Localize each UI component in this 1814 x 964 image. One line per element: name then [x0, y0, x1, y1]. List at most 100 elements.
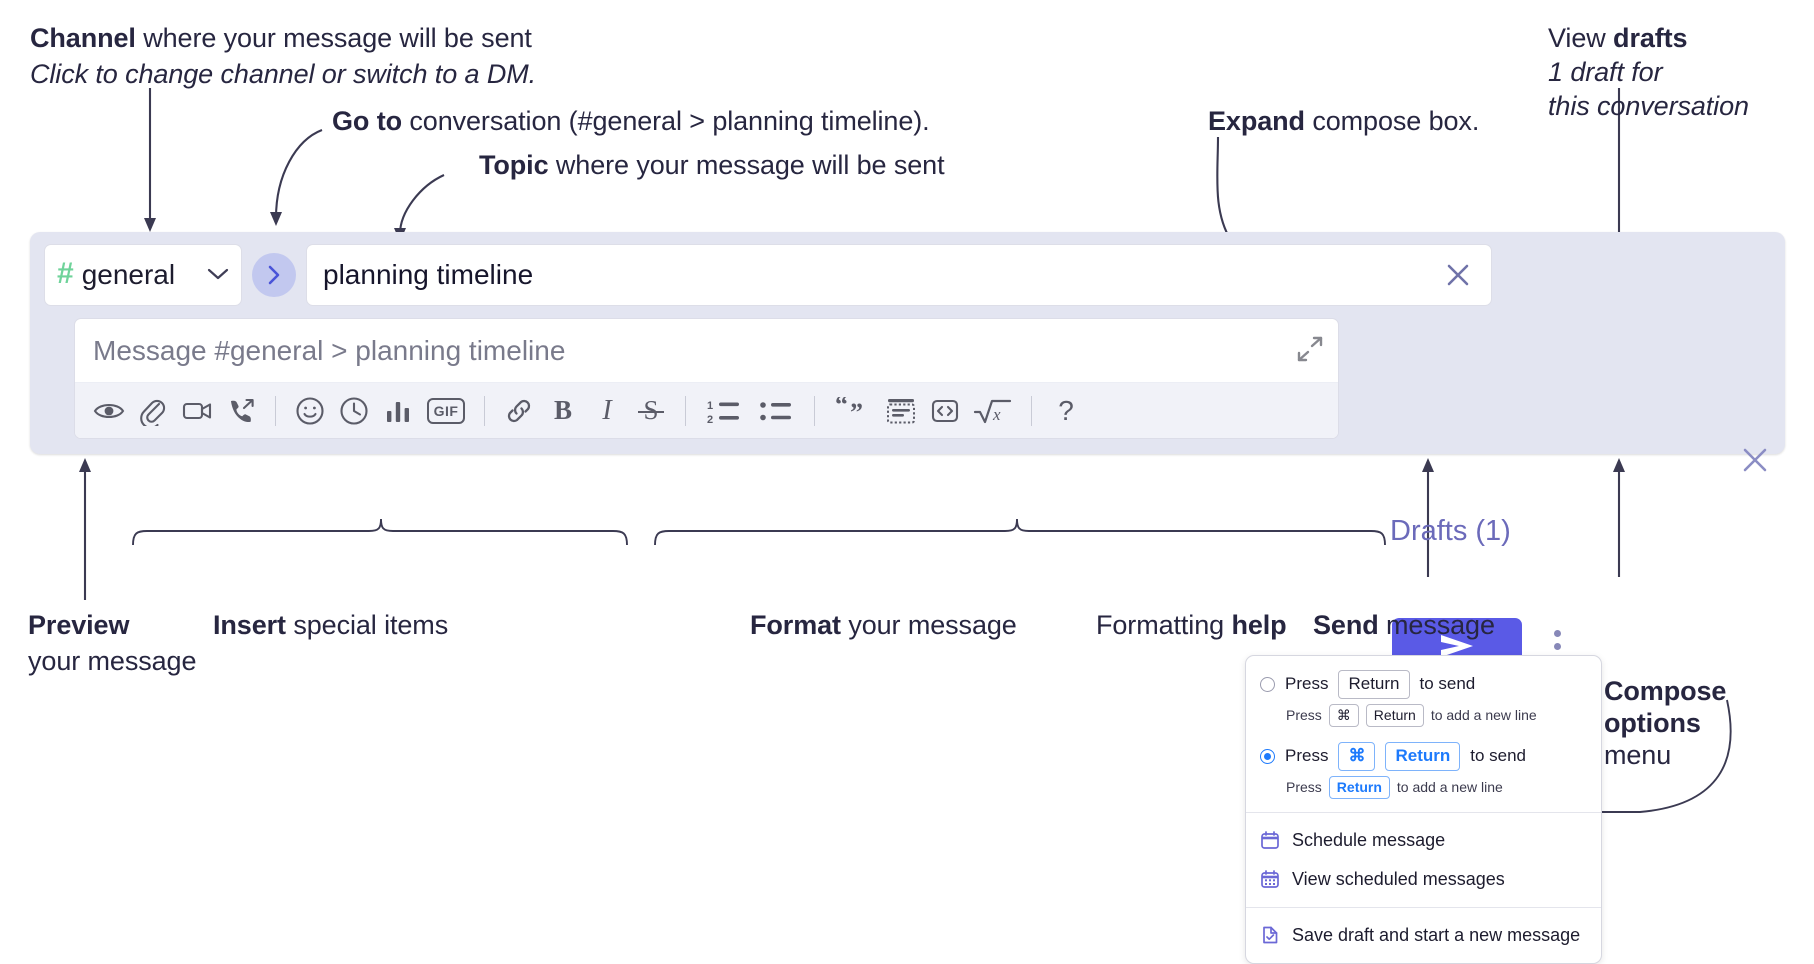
blockquote-icon[interactable]: “ ” — [827, 389, 879, 433]
ordered-list-icon[interactable]: 1 2 — [698, 389, 750, 433]
video-icon[interactable] — [175, 389, 219, 433]
formatting-help-icon[interactable]: ? — [1044, 389, 1088, 433]
poll-bars-icon[interactable] — [376, 389, 420, 433]
menu-item-save-draft-label: Save draft and start a new message — [1292, 924, 1581, 945]
key-command-blue: ⌘ — [1338, 741, 1376, 771]
radio-option-return[interactable]: Press Return to send — [1246, 668, 1601, 701]
sub-cmd-press: Press — [1286, 779, 1322, 796]
radio-option-cmd-return[interactable]: Press ⌘ Return to send — [1246, 740, 1601, 773]
annotation-insert-rest: special items — [285, 610, 449, 640]
annotation-formatting-help: Formatting help — [1096, 610, 1287, 642]
annotation-help-plain: Formatting — [1096, 610, 1232, 640]
send-shortcut-section: Press Return to send Press ⌘ Return to a… — [1246, 656, 1601, 812]
drafts-link[interactable]: Drafts (1) — [1390, 515, 1511, 547]
annotation-channel-sub: Click to change channel or switch to a D… — [30, 58, 537, 89]
channel-selector-button[interactable]: # general — [44, 244, 242, 306]
annotation-goto: Go to conversation (#general > planning … — [332, 106, 930, 138]
paperclip-icon[interactable] — [131, 389, 175, 433]
strike-line — [638, 410, 664, 413]
svg-text:1: 1 — [707, 400, 713, 412]
annotation-compose-options-l3: menu — [1604, 739, 1672, 770]
menu-item-schedule-label: Schedule message — [1292, 829, 1446, 850]
annotation-format-bold: Format — [750, 610, 841, 640]
bold-icon[interactable]: B — [541, 389, 585, 433]
formatting-toolbar: GIF B I S — [75, 382, 1338, 438]
svg-text:x: x — [992, 405, 1001, 424]
radio-icon-return[interactable] — [1260, 676, 1275, 692]
annotation-topic-rest: where your message will be sent — [548, 150, 945, 180]
separator-1 — [275, 395, 276, 426]
separator-4 — [814, 395, 815, 426]
bulleted-list-icon[interactable] — [750, 389, 802, 433]
radio-return-suffix: to send — [1419, 674, 1476, 694]
annotation-channel: Channel where your message will be sent … — [30, 23, 536, 91]
compose-options-menu: Press Return to send Press ⌘ Return to a… — [1245, 655, 1602, 964]
radio-cmd-suffix: to send — [1470, 746, 1527, 766]
annotation-preview-bold: Preview — [28, 610, 130, 640]
kebab-dot-1 — [1553, 629, 1561, 637]
sub-option-cmd-return: Press Return to add a new line — [1246, 773, 1601, 802]
annotation-preview: Preview your message — [28, 610, 196, 678]
annotation-compose-options-l2: options — [1604, 707, 1701, 738]
topic-value: planning timeline — [323, 259, 534, 290]
expand-icon[interactable] — [1292, 331, 1328, 367]
key-return-blue: Return — [1385, 741, 1461, 771]
annotation-drafts-sub1: 1 draft for — [1548, 56, 1663, 87]
radio-return-press: Press — [1285, 674, 1329, 694]
message-editor[interactable]: Message #general > planning timeline — [74, 318, 1339, 439]
draft-check-icon — [1260, 925, 1280, 945]
annotation-send: Send message — [1313, 610, 1495, 642]
compose-header-row: # general planning timeline — [44, 244, 1492, 306]
close-icon[interactable] — [1439, 256, 1477, 294]
link-icon[interactable] — [497, 389, 541, 433]
annotation-goto-rest: conversation (#general > planning timeli… — [401, 106, 930, 136]
key-command: ⌘ — [1328, 703, 1359, 727]
channel-name-label: general — [81, 259, 176, 290]
menu-item-view-scheduled[interactable]: View scheduled messages — [1246, 860, 1601, 899]
annotation-insert: Insert special items — [213, 610, 448, 642]
menu-divider-1 — [1246, 811, 1601, 813]
annotation-insert-bold: Insert — [213, 610, 286, 640]
topic-input[interactable]: planning timeline — [306, 244, 1492, 306]
annotation-send-rest: message — [1378, 610, 1495, 640]
preview-icon[interactable] — [87, 389, 131, 433]
draft-section: Save draft and start a new message — [1246, 908, 1601, 963]
strikethrough-glyph: S — [638, 395, 664, 426]
annotation-channel-rest: where your message will be sent — [135, 23, 532, 53]
annotation-drafts: View drafts 1 draft for this conversatio… — [1548, 23, 1749, 123]
sub-return-press: Press — [1286, 707, 1322, 724]
menu-item-save-draft[interactable]: Save draft and start a new message — [1246, 916, 1601, 955]
italic-glyph: I — [602, 394, 612, 426]
close-panel-icon[interactable] — [1735, 440, 1775, 480]
menu-item-view-scheduled-label: View scheduled messages — [1292, 868, 1505, 889]
calendar-grid-icon — [1260, 869, 1280, 889]
compose-box: # general planning timeline Message #gen… — [30, 232, 1785, 674]
radio-icon-cmd-return[interactable] — [1260, 748, 1275, 764]
annotation-drafts-plain: View — [1548, 23, 1614, 53]
annotation-help-bold: help — [1231, 610, 1287, 640]
kebab-dot-2 — [1553, 642, 1561, 650]
key-return-blue-small: Return — [1328, 775, 1390, 799]
sub-cmd-suffix: to add a new line — [1396, 779, 1503, 796]
spoiler-icon[interactable] — [879, 389, 923, 433]
screenshot-root: Channel where your message will be sent … — [0, 0, 1814, 944]
gif-icon[interactable]: GIF — [420, 389, 472, 433]
annotation-format-rest: your message — [840, 610, 1017, 640]
clock-icon[interactable] — [332, 389, 376, 433]
go-to-conversation-button[interactable] — [252, 253, 296, 297]
annotation-expand: Expand compose box. — [1208, 106, 1479, 138]
menu-item-schedule-message[interactable]: Schedule message — [1246, 821, 1601, 860]
italic-icon[interactable]: I — [585, 389, 629, 433]
svg-text:“: “ — [835, 397, 848, 419]
strikethrough-letter: S — [643, 395, 658, 425]
phone-icon[interactable] — [219, 389, 263, 433]
svg-text:2: 2 — [707, 414, 713, 425]
smiley-icon[interactable] — [288, 389, 332, 433]
annotation-format: Format your message — [750, 610, 1017, 642]
strikethrough-icon[interactable]: S — [629, 389, 673, 433]
code-icon[interactable] — [923, 389, 967, 433]
math-icon[interactable]: x — [967, 389, 1019, 433]
annotation-topic-bold: Topic — [479, 150, 549, 180]
sub-return-suffix: to add a new line — [1430, 707, 1537, 724]
calendar-icon — [1260, 830, 1280, 850]
